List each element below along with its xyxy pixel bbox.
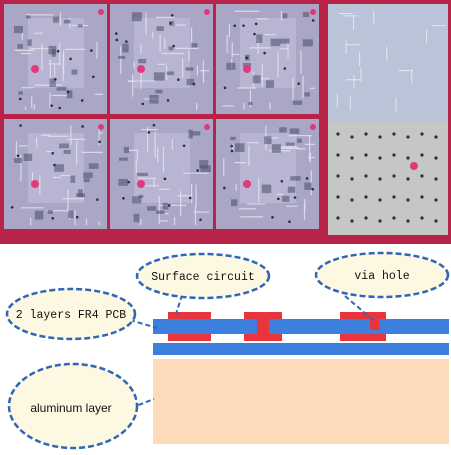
callout-via-hole: via hole <box>314 251 450 321</box>
aluminum-hole <box>420 216 424 220</box>
aluminum-hole <box>378 177 382 181</box>
aluminum-hole <box>336 216 340 220</box>
aluminum-hole <box>364 153 368 157</box>
via-pad-top <box>244 312 282 319</box>
aluminum-hole <box>406 198 410 202</box>
aluminum-hole <box>392 195 396 199</box>
aluminum-hole <box>336 132 340 136</box>
aluminum-hole <box>406 135 410 139</box>
aluminum-hole <box>434 177 438 181</box>
surface-circuit-pad-1-bottom <box>168 334 211 341</box>
aluminum-hole <box>364 195 368 199</box>
aluminum-hole <box>378 156 382 160</box>
via-hole-notch <box>370 319 379 330</box>
aluminum-board-pink-hole <box>410 162 418 170</box>
layer-diagram: Surface circuit via hole 2 layers FR4 PC… <box>5 251 450 450</box>
aluminum-hole <box>392 216 396 220</box>
aluminum-hole <box>420 195 424 199</box>
fr4-layer-bottom <box>153 343 449 355</box>
aluminum-hole <box>434 198 438 202</box>
pcb-panel-grid <box>4 4 319 229</box>
aluminum-hole <box>378 135 382 139</box>
aluminum-hole <box>364 132 368 136</box>
aluminum-hole <box>392 153 396 157</box>
pcb-photo <box>0 0 451 244</box>
aluminum-hole <box>434 219 438 223</box>
aluminum-hole <box>350 177 354 181</box>
aluminum-hole <box>336 195 340 199</box>
pcb-panel <box>4 119 107 229</box>
callout-aluminum-layer: aluminum layer <box>7 362 155 450</box>
aluminum-hole <box>350 219 354 223</box>
aluminum-hole <box>364 174 368 178</box>
aluminum-hole <box>406 219 410 223</box>
fr4-layer-top <box>153 319 449 334</box>
aluminum-hole <box>434 135 438 139</box>
aluminum-hole <box>434 156 438 160</box>
aluminum-layer <box>153 359 449 444</box>
fr4-pcb-label: 2 layers FR4 PCB <box>16 309 127 322</box>
aluminum-hole <box>336 174 340 178</box>
aluminum-hole <box>350 156 354 160</box>
surface-circuit-pad-2 <box>340 312 386 319</box>
aluminum-hole <box>378 219 382 223</box>
aluminum-hole <box>350 135 354 139</box>
aluminum-hole <box>392 174 396 178</box>
callout-surface-circuit: Surface circuit <box>135 252 271 315</box>
aluminum-hole <box>406 156 410 160</box>
pcb-panel <box>216 119 319 229</box>
via-barrel <box>257 319 269 334</box>
surface-circuit-pad-1 <box>168 312 211 319</box>
via-hole-label: via hole <box>354 270 409 283</box>
pcb-panel <box>110 119 213 229</box>
aluminum-hole <box>420 132 424 136</box>
callout-fr4-pcb: 2 layers FR4 PCB <box>5 287 158 341</box>
surface-circuit-pad-2-bottom <box>340 334 386 341</box>
aluminum-hole <box>392 132 396 136</box>
aluminum-hole <box>420 153 424 157</box>
aluminum-board-holes <box>336 10 446 223</box>
pcb-panel <box>216 4 319 114</box>
aluminum-layer-label: aluminum layer <box>30 401 111 415</box>
aluminum-hole <box>350 198 354 202</box>
aluminum-board-top <box>328 4 448 122</box>
pcb-panel <box>110 4 213 114</box>
via-pad-bottom <box>244 334 282 341</box>
aluminum-hole <box>420 174 424 178</box>
pcb-panel <box>4 4 107 114</box>
surface-circuit-label: Surface circuit <box>151 271 255 284</box>
aluminum-hole <box>406 177 410 181</box>
aluminum-board-bottom <box>328 122 448 235</box>
aluminum-hole <box>364 216 368 220</box>
aluminum-hole <box>378 198 382 202</box>
aluminum-hole <box>336 153 340 157</box>
